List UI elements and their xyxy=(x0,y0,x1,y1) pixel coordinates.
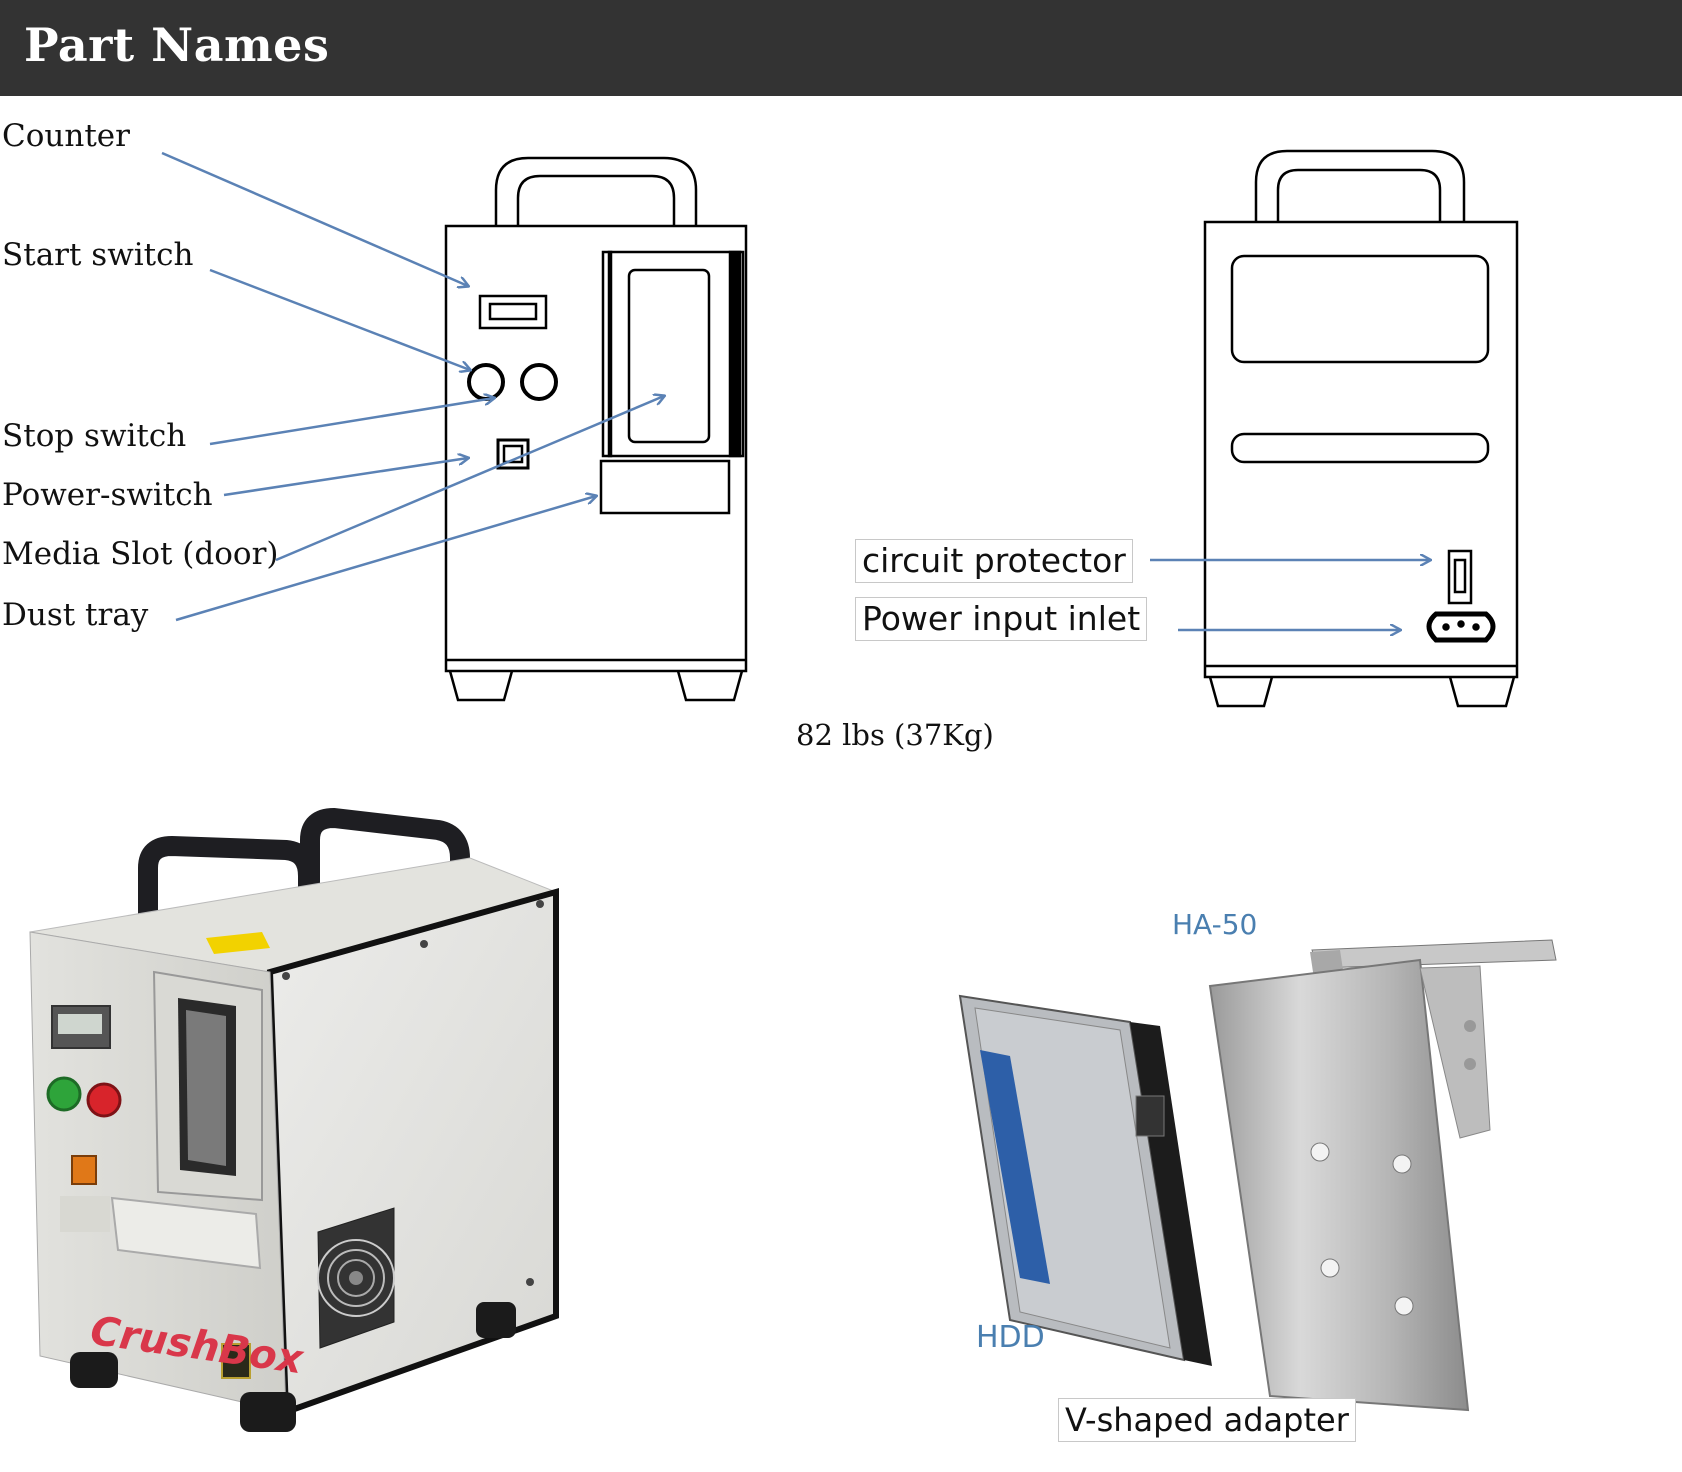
hdd-adapter-photo xyxy=(958,939,1557,1412)
front-view-drawing xyxy=(444,156,748,702)
header-bar: Part Names xyxy=(0,0,1682,96)
crushbox-photo xyxy=(29,807,559,1432)
label-media-slot: Media Slot (door) xyxy=(2,536,279,572)
front-arrows xyxy=(161,151,664,622)
circuit-protector-drawing xyxy=(1447,549,1473,605)
label-start-switch: Start switch xyxy=(2,237,194,273)
page-title: Part Names xyxy=(24,18,330,72)
weight-text: 82 lbs (37Kg) xyxy=(796,718,994,752)
power-inlet-drawing xyxy=(1426,611,1496,643)
back-view-drawing xyxy=(1203,149,1519,708)
label-dust-tray: Dust tray xyxy=(2,597,149,633)
label-ha-50: HA-50 xyxy=(1172,908,1258,941)
label-stop-switch: Stop switch xyxy=(2,418,187,454)
label-power-switch: Power-switch xyxy=(2,477,213,513)
label-v-shaped-adapter: V-shaped adapter xyxy=(1058,1398,1356,1442)
dust-tray-drawing xyxy=(599,459,731,515)
stop-switch-drawing xyxy=(520,363,558,401)
label-hdd: HDD xyxy=(976,1320,1045,1355)
start-switch-drawing xyxy=(467,363,505,401)
label-power-input-inlet: Power input inlet xyxy=(855,597,1148,641)
back-arrows xyxy=(1150,560,1430,630)
label-circuit-protector: circuit protector xyxy=(855,539,1133,583)
label-counter: Counter xyxy=(2,118,130,154)
counter-display xyxy=(478,294,548,330)
media-slot-drawing xyxy=(601,250,745,458)
